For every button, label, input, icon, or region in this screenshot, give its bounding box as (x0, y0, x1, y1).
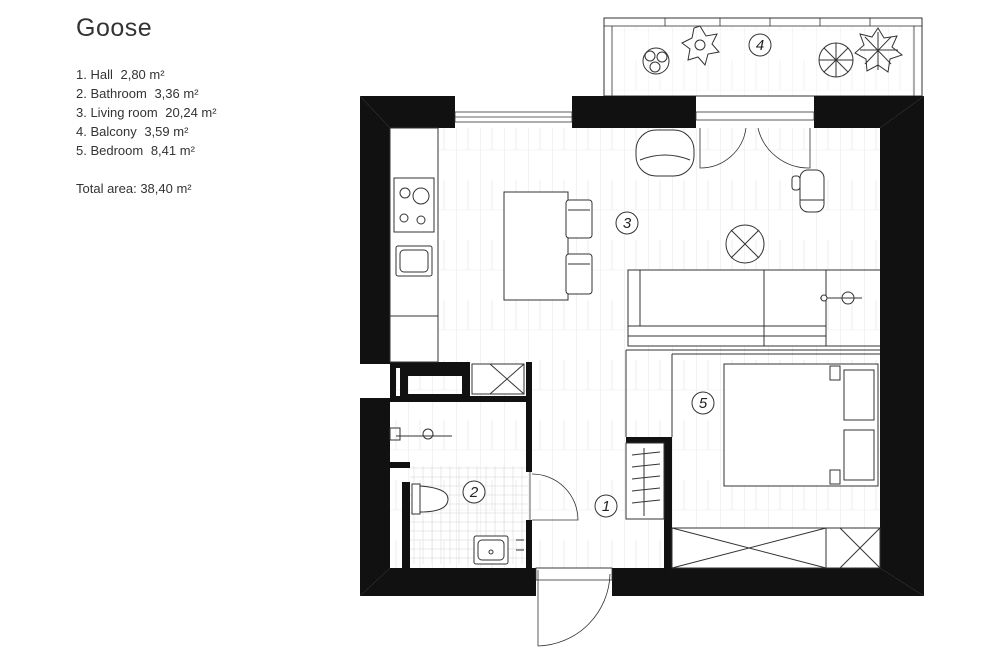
svg-text:5: 5 (699, 395, 708, 412)
dining-table (503, 191, 593, 301)
room-area: 2,80 m² (120, 67, 165, 82)
bathroom-door (529, 472, 579, 521)
room-marker-hall: 1 (594, 494, 618, 518)
svg-text:4: 4 (756, 37, 764, 54)
hall-wardrobe (625, 442, 665, 520)
toilet-icon (411, 483, 449, 515)
total-label: Total area: (76, 181, 137, 196)
svg-text:2: 2 (469, 484, 479, 501)
balcony-door (695, 111, 815, 169)
interior-walls (390, 362, 672, 570)
room-name: 3. Living room (76, 105, 158, 120)
ceiling-lamp-icon (725, 224, 765, 264)
balcony (603, 17, 923, 97)
room-name: 5. Bedroom (76, 143, 144, 158)
room-area: 3,36 m² (154, 86, 199, 101)
desk-chair (791, 169, 825, 213)
bedroom-partition (625, 349, 880, 437)
svg-text:1: 1 (602, 498, 610, 515)
plant-icon (642, 47, 670, 75)
legend-room-bedroom: 5. Bedroom 8,41 m² (76, 141, 336, 160)
legend-room-balcony: 4. Balcony 3,59 m² (76, 122, 336, 141)
exterior-walls (360, 96, 924, 596)
plan-title: Goose (76, 14, 153, 42)
bed (723, 363, 879, 487)
plant-icon (854, 27, 904, 73)
room-area: 8,41 m² (150, 143, 195, 158)
window (454, 111, 573, 123)
shower (389, 427, 452, 441)
room-marker-bathroom: 2 (462, 480, 486, 504)
sink-icon (473, 535, 524, 565)
room-area: 20,24 m² (165, 105, 217, 120)
room-marker-living: 3 (615, 211, 639, 235)
svg-text:3: 3 (623, 215, 632, 232)
total-value: 38,40 m² (140, 181, 192, 196)
wardrobe (671, 527, 881, 569)
legend-room-bathroom: 2. Bathroom 3,36 m² (76, 84, 336, 103)
plant-icon (681, 25, 720, 67)
total-area: Total area: 38,40 m² (76, 179, 336, 198)
kitchen (389, 127, 439, 363)
room-area: 3,59 m² (144, 124, 189, 139)
room-name: 1. Hall (76, 67, 113, 82)
armchair (635, 129, 695, 177)
room-marker-bedroom: 5 (691, 391, 715, 415)
room-marker-balcony: 4 (748, 33, 772, 57)
washing-machine-icon (471, 363, 525, 395)
legend-room-hall: 1. Hall 2,80 m² (76, 65, 336, 84)
legend-room-living: 3. Living room 20,24 m² (76, 103, 336, 122)
sofa (627, 269, 880, 347)
entrance-door (535, 567, 613, 647)
plant-icon (818, 42, 854, 78)
room-name: 2. Bathroom (76, 86, 147, 101)
legend: Goose 1. Hall 2,80 m² 2. Bathroom 3,36 m… (76, 14, 336, 198)
room-name: 4. Balcony (76, 124, 137, 139)
